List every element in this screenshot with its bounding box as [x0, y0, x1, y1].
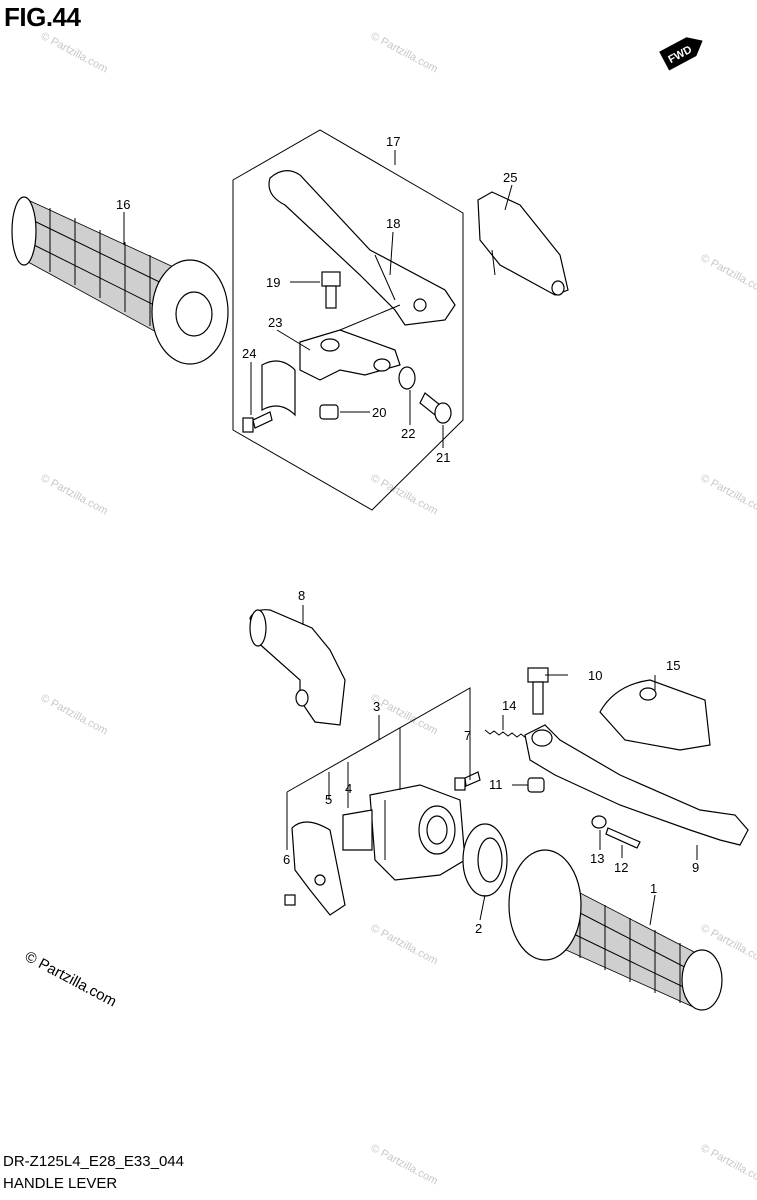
watermark-faint: © Partzilla.com — [369, 30, 440, 75]
part-label-9: 9 — [692, 860, 699, 875]
leader-lines-lower — [286, 605, 698, 926]
watermark-faint: © Partzilla.com — [699, 1142, 757, 1187]
part-19-bolt — [321, 271, 341, 309]
part-label-6: 6 — [283, 852, 290, 867]
part-10-pivot-bolt — [527, 667, 549, 715]
part-24-clamp — [242, 360, 296, 433]
part-15-cover — [599, 679, 711, 751]
watermark-faint: © Partzilla.com — [39, 692, 110, 737]
part-label-20: 20 — [372, 405, 386, 420]
part-label-21: 21 — [436, 450, 450, 465]
leader-lines-upper — [123, 150, 513, 448]
part-11-nut — [527, 777, 545, 793]
part-23-holder — [299, 304, 401, 381]
part-7-screw — [454, 771, 481, 791]
watermark-faint: © Partzilla.com — [369, 1142, 440, 1187]
part-label-10: 10 — [588, 668, 602, 683]
part-1-grip — [508, 849, 723, 1011]
part-12-13-screw — [591, 815, 641, 849]
part-label-11: 11 — [489, 777, 503, 792]
part-number-labels: 17 25 16 18 19 23 24 20 22 21 8 15 10 3 … — [116, 134, 699, 936]
watermark-faint: © Partzilla.com — [39, 472, 110, 517]
part-25-cover — [477, 191, 569, 296]
part-9-lever — [524, 724, 749, 846]
part-label-12: 12 — [614, 860, 628, 875]
part-16-grip — [11, 196, 229, 365]
watermark-faint: © Partzilla.com — [699, 472, 757, 517]
part-label-19: 19 — [266, 275, 280, 290]
part-20-nut — [319, 404, 339, 420]
part-2-ring — [462, 823, 508, 897]
page-caption: HANDLE LEVER — [3, 1175, 118, 1192]
fwd-arrow-icon: FWD — [659, 37, 703, 71]
part-label-1: 1 — [650, 881, 657, 896]
watermark-faint: © Partzilla.com — [39, 30, 110, 75]
part-label-17: 17 — [386, 134, 400, 149]
part-22-washer — [398, 366, 416, 390]
part-17-lever — [268, 170, 456, 326]
part-label-14: 14 — [502, 698, 516, 713]
part-21-screw — [419, 392, 452, 424]
part-label-4: 4 — [345, 781, 352, 796]
figure-title: FIG.44 — [4, 2, 81, 32]
part-8-cable-guide — [249, 609, 346, 726]
faint-watermarks: © Partzilla.com © Partzilla.com © Partzi… — [39, 30, 757, 1187]
watermark-faint: © Partzilla.com — [369, 922, 440, 967]
part-label-23: 23 — [268, 315, 282, 330]
part-label-2: 2 — [475, 921, 482, 936]
part-14-spring — [484, 729, 531, 739]
part-label-25: 25 — [503, 170, 517, 185]
part-label-13: 13 — [590, 851, 604, 866]
part-3-housing — [369, 784, 466, 881]
part-label-22: 22 — [401, 426, 415, 441]
model-code: DR-Z125L4_E28_E33_044 — [3, 1153, 184, 1170]
part-label-8: 8 — [298, 588, 305, 603]
part-5-6-plate — [284, 821, 346, 916]
callout-box-17 — [232, 129, 464, 511]
watermark-faint: © Partzilla.com — [699, 252, 757, 297]
part-label-3: 3 — [373, 699, 380, 714]
part-label-5: 5 — [325, 792, 332, 807]
part-label-15: 15 — [666, 658, 680, 673]
part-4-cam — [342, 809, 373, 851]
part-label-18: 18 — [386, 216, 400, 231]
part-label-16: 16 — [116, 197, 130, 212]
part-label-24: 24 — [242, 346, 256, 361]
part-label-7: 7 — [464, 728, 471, 743]
